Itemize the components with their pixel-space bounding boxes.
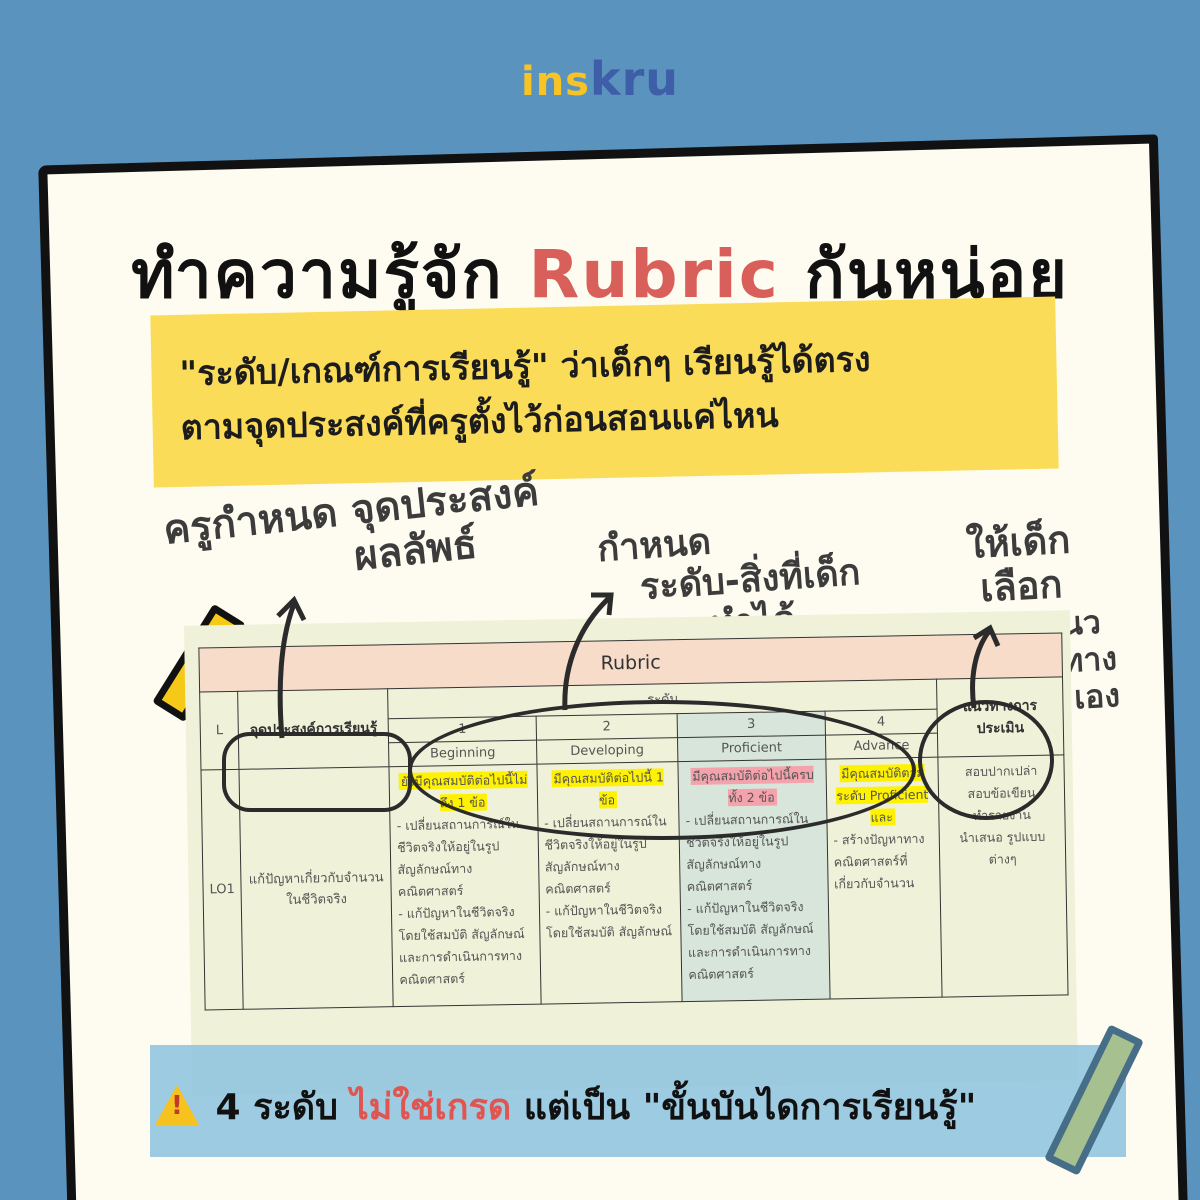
arrow-icon xyxy=(970,624,1001,709)
inskru-logo: inskru xyxy=(0,52,1200,106)
arrow-icon xyxy=(276,595,307,739)
banner-emphasis: ไม่ใช่เกรด xyxy=(350,1087,512,1128)
title-accent: Rubric xyxy=(528,236,780,313)
arrow-icon xyxy=(562,592,614,711)
definition-text: "ระดับ/เกณฑ์การเรียนรู้" ว่าเด็กๆ เรียนร… xyxy=(179,339,871,449)
levels-circle xyxy=(408,700,916,840)
warning-icon: ! xyxy=(155,1085,199,1125)
logo-prefix: ins xyxy=(520,59,590,105)
objective-circle xyxy=(222,732,412,812)
logo-suffix: kru xyxy=(589,52,680,106)
warning-text: ! 4 ระดับ ไม่ใช่เกรด แต่เป็น "ขั้นบันไดก… xyxy=(155,1078,1135,1135)
warning-banner xyxy=(150,1045,1126,1157)
assessment-circle xyxy=(918,700,1054,820)
page-title: ทำความรู้จัก Rubric กันหน่อย xyxy=(131,236,1069,313)
